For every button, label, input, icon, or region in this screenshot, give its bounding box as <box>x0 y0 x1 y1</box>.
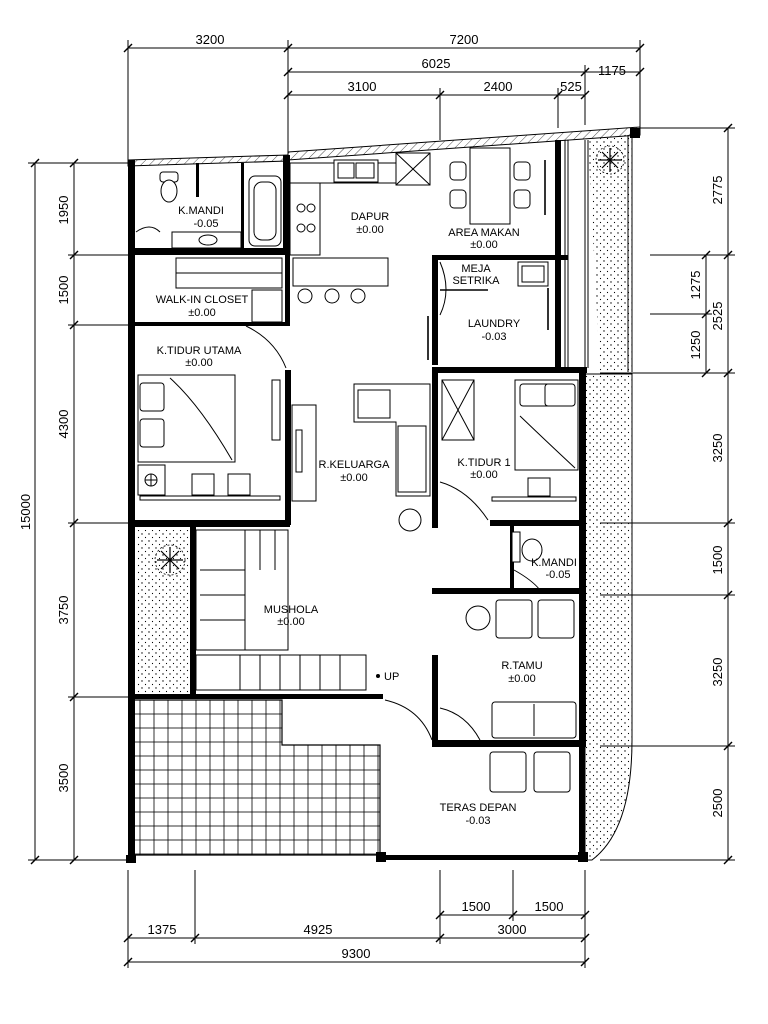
garden-areas <box>136 134 633 861</box>
dimension-lines <box>28 40 735 968</box>
room-level-teras-depan: -0.03 <box>465 815 490 827</box>
walls <box>126 126 641 863</box>
bedroom1-furniture <box>439 379 579 521</box>
dim-top-7: 525 <box>560 79 582 94</box>
dim-bottom-total: 9300 <box>342 946 371 961</box>
room-name-laundry: LAUNDRY <box>468 318 521 330</box>
dim-right-5: 3250 <box>710 434 725 463</box>
dim-right-8: 2500 <box>710 789 725 818</box>
stair <box>195 529 380 691</box>
dim-right-7: 3250 <box>710 658 725 687</box>
room-level-mushola: ±0.00 <box>277 616 304 628</box>
dim-bottom-3: 1375 <box>148 922 177 937</box>
carport-paving <box>133 699 381 856</box>
dim-top-3: 6025 <box>422 56 451 71</box>
room-name-mushola: MUSHOLA <box>264 604 319 616</box>
dim-top-4: 1175 <box>598 63 626 78</box>
dimension-ticks <box>30 43 733 967</box>
room-level-rkeluarga: ±0.00 <box>340 472 367 484</box>
dim-bottom-5: 3000 <box>498 922 527 937</box>
room-level-rtamu: ±0.00 <box>508 673 535 685</box>
room-name-meja: MEJA <box>461 263 491 275</box>
dining-set <box>449 147 546 225</box>
kitchen-fixtures <box>289 152 431 304</box>
dim-left-5: 3500 <box>56 764 71 793</box>
room-labels: K.MANDI -0.05 DAPUR ±0.00 AREA MAKAN ±0.… <box>156 205 577 827</box>
room-name-walkin-closet: WALK-IN CLOSET <box>156 294 249 306</box>
room-name-dapur: DAPUR <box>351 211 390 223</box>
dim-left-total: 15000 <box>18 494 33 530</box>
laundry-fixtures <box>427 261 549 360</box>
terrace-furniture <box>489 751 571 793</box>
room-level-laundry: -0.03 <box>481 331 506 343</box>
dim-bottom-1: 1500 <box>462 899 491 914</box>
room-name-teras-depan: TERAS DEPAN <box>440 802 517 814</box>
room-level-area-makan: ±0.00 <box>470 239 497 251</box>
room-level-kmandi: -0.05 <box>193 218 218 230</box>
dim-top-2: 7200 <box>450 32 479 47</box>
dim-left-2: 1500 <box>56 276 71 305</box>
dim-top-1: 3200 <box>196 32 225 47</box>
room-level-kmandi-2: -0.05 <box>545 569 570 581</box>
dim-right-4: 1250 <box>688 331 703 360</box>
room-name-area-makan: AREA MAKAN <box>448 227 520 239</box>
room-name-rkeluarga: R.KELUARGA <box>319 459 391 471</box>
plant-icons <box>154 145 625 576</box>
living-room-furniture <box>439 599 577 741</box>
dim-left-4: 3750 <box>56 596 71 625</box>
room-name-rtamu: R.TAMU <box>501 660 542 672</box>
closet-fixtures <box>175 257 287 369</box>
room-level-ktidur-utama: ±0.00 <box>185 357 212 369</box>
dim-right-2: 1275 <box>688 271 703 300</box>
dim-left-3: 4300 <box>56 410 71 439</box>
stair-up-label: UP <box>384 671 399 683</box>
room-level-walkin-closet: ±0.00 <box>188 307 215 319</box>
family-room-furniture <box>291 383 431 532</box>
master-bedroom-furniture <box>137 374 281 501</box>
dim-top-5: 3100 <box>348 79 377 94</box>
dim-top-6: 2400 <box>484 79 513 94</box>
dim-right-6: 1500 <box>710 546 725 575</box>
dimension-labels: 3200 7200 6025 1175 3100 2400 525 1950 1… <box>18 32 725 961</box>
room-name-kmandi-2: K.MANDI <box>531 557 577 569</box>
room-name-ktidur-1: K.TIDUR 1 <box>457 457 510 469</box>
dim-right-1: 2775 <box>710 176 725 205</box>
dim-left-1: 1950 <box>56 196 71 225</box>
dim-bottom-4: 4925 <box>304 922 333 937</box>
room-level-ktidur-1: ±0.00 <box>470 469 497 481</box>
bathroom-fixtures <box>135 171 543 563</box>
dim-right-3: 2525 <box>710 302 725 331</box>
door-swings <box>384 261 541 741</box>
room-name-setrika: SETRIKA <box>452 275 500 287</box>
room-name-kmandi: K.MANDI <box>178 205 224 217</box>
room-name-ktidur-utama: K.TIDUR UTAMA <box>157 345 242 357</box>
dim-bottom-2: 1500 <box>535 899 564 914</box>
window-lines <box>564 135 633 372</box>
room-level-dapur: ±0.00 <box>356 224 383 236</box>
